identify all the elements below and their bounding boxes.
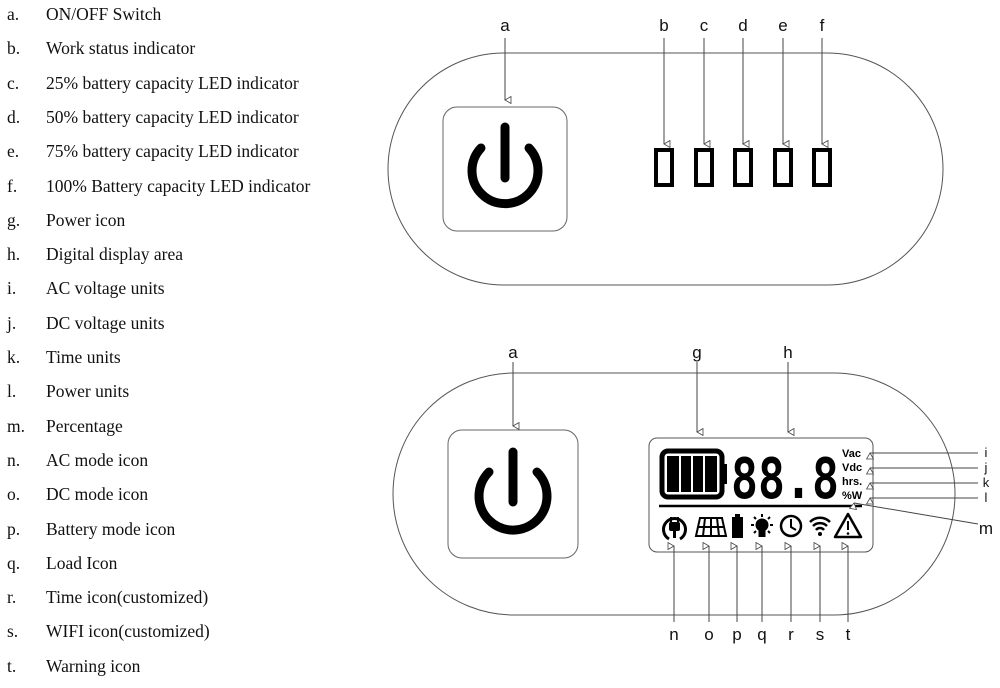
legend-text: Time icon(customized) — [46, 587, 209, 608]
legend-key: h. — [7, 244, 21, 265]
legend-key: r. — [7, 587, 17, 608]
battery-mode-icon — [732, 514, 743, 538]
battery-icon — [659, 448, 727, 500]
label-r: r — [788, 625, 794, 644]
legend-text: 100% Battery capacity LED indicator — [46, 175, 311, 196]
label-q: q — [757, 625, 766, 644]
legend-key: p. — [7, 518, 21, 539]
legend-text: Battery mode icon — [46, 518, 176, 539]
legend-key: e. — [7, 141, 20, 162]
legend-text: Warning icon — [46, 655, 141, 676]
led-indicator-e — [773, 148, 793, 187]
label-t: t — [846, 625, 851, 644]
legend-key: c. — [7, 72, 20, 93]
label-a: a — [500, 16, 510, 35]
legend-text: Work status indicator — [46, 38, 196, 59]
load-bulb-icon — [751, 514, 773, 537]
label-n: n — [669, 625, 678, 644]
bottom-panel: 88.8 Vac Vdc hrs. %W — [392, 343, 993, 644]
solar-dc-mode-icon — [694, 517, 728, 537]
legend-text: WIFI icon(customized) — [46, 621, 210, 642]
clock-time-icon — [779, 514, 803, 538]
led-indicator-c — [694, 148, 714, 187]
led-indicator-f — [812, 148, 832, 187]
label-i: i — [985, 445, 988, 460]
legend-text: Load Icon — [46, 552, 118, 573]
wifi-icon — [809, 516, 831, 536]
ac-mode-icon — [662, 517, 687, 541]
legend-key: o. — [7, 484, 21, 505]
label-a: a — [508, 343, 518, 362]
legend-text: Power icon — [46, 209, 126, 230]
legend-text: 75% battery capacity LED indicator — [46, 141, 299, 162]
legend-text: Power units — [46, 381, 130, 402]
legend-text: Digital display area — [46, 244, 184, 265]
legend-text: AC voltage units — [46, 278, 165, 299]
unit-hrs: hrs. — [842, 476, 862, 488]
label-h: h — [783, 343, 792, 362]
label-f: f — [820, 16, 825, 35]
legend-text: Percentage — [46, 415, 123, 436]
legend-key: n. — [7, 449, 21, 470]
power-switch-button[interactable] — [442, 106, 568, 232]
legend-key: q. — [7, 552, 21, 573]
label-o: o — [704, 625, 713, 644]
label-l: l — [985, 490, 988, 505]
legend-key: l. — [7, 381, 17, 402]
unit-percent-w: %W — [842, 490, 863, 502]
digital-display: 88.8 — [731, 447, 839, 512]
legend-key: s. — [7, 621, 19, 642]
label-m: m — [979, 519, 993, 538]
legend-key: g. — [7, 209, 21, 230]
label-c: c — [700, 16, 709, 35]
lcd-display: 88.8 Vac Vdc hrs. %W — [648, 437, 874, 553]
legend-key: a. — [7, 4, 20, 24]
label-p: p — [732, 625, 741, 644]
label-k: k — [983, 475, 990, 490]
legend-text: DC voltage units — [46, 312, 165, 333]
label-s: s — [816, 625, 825, 644]
legend-key: d. — [7, 106, 21, 127]
legend-key: b. — [7, 38, 21, 59]
power-icon — [467, 122, 543, 209]
led-indicator-b — [654, 148, 674, 187]
legend-text: Time units — [46, 347, 121, 367]
label-g: g — [692, 343, 701, 362]
legend-key: k. — [7, 347, 21, 367]
led-indicator-d — [733, 148, 753, 187]
legend-text: 25% battery capacity LED indicator — [46, 72, 299, 93]
unit-vac: Vac — [842, 448, 861, 460]
label-b: b — [659, 16, 668, 35]
legend-key: j. — [7, 312, 17, 333]
label-d: d — [738, 16, 747, 35]
legend-text: ON/OFF Switch — [46, 4, 162, 24]
legend-key: m. — [7, 415, 25, 436]
legend-key: t. — [7, 655, 17, 676]
label-j: j — [984, 460, 988, 475]
legend-text: AC mode icon — [46, 449, 149, 470]
unit-vdc: Vdc — [842, 462, 862, 474]
legend-text: DC mode icon — [46, 484, 149, 505]
power-switch-button[interactable] — [447, 429, 579, 559]
label-e: e — [778, 16, 787, 35]
legend-key: f. — [7, 175, 18, 196]
legend-text: 50% battery capacity LED indicator — [46, 106, 299, 127]
power-icon — [474, 447, 552, 535]
warning-icon — [833, 512, 863, 539]
legend-key: i. — [7, 278, 17, 299]
